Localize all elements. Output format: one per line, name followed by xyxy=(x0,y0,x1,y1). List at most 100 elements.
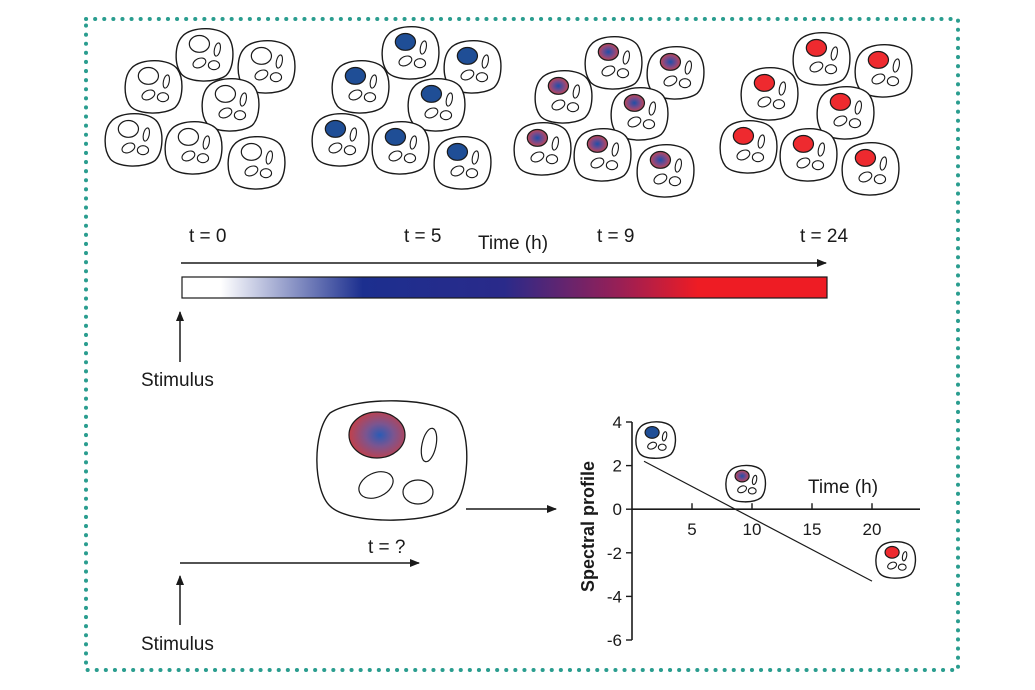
cell-nucleus xyxy=(732,126,755,145)
cell-nucleus xyxy=(456,46,479,65)
cell-nucleus xyxy=(188,34,211,53)
cell-organelle xyxy=(181,150,196,162)
cell-organelle xyxy=(751,474,758,486)
cell-icon xyxy=(443,39,502,94)
cell-organelle xyxy=(854,100,863,115)
cell-icon xyxy=(381,25,440,80)
query-cell-organelle xyxy=(358,471,394,499)
question-time-label: t = ? xyxy=(368,537,406,558)
cell-organelle xyxy=(642,119,656,130)
cell-organelle xyxy=(471,150,480,165)
cell-icon xyxy=(311,112,370,167)
cell-organelle xyxy=(572,84,581,99)
cell-organelle xyxy=(736,149,751,161)
cell-organelle xyxy=(369,74,378,89)
cell-organelle xyxy=(605,160,619,171)
cell-nucleus xyxy=(526,128,549,147)
cell-icon xyxy=(201,77,260,132)
y-tick-label: 2 xyxy=(613,457,622,476)
cell-organelle xyxy=(674,158,683,173)
stimulus-label-bottom: Stimulus xyxy=(141,634,214,655)
cell-nucleus xyxy=(117,119,140,138)
cell-organelle xyxy=(259,168,273,179)
cell-nucleus xyxy=(659,52,682,71)
cell-organelle xyxy=(622,50,631,65)
chart-marker-cell xyxy=(875,540,917,579)
cell-nucleus xyxy=(753,73,776,92)
y-tick-label: -4 xyxy=(607,587,622,606)
cell-organelle xyxy=(811,160,825,171)
chart-marker-cell xyxy=(725,464,767,503)
cell-organelle xyxy=(678,78,692,89)
cell-organelle xyxy=(265,150,274,165)
cell-nucleus xyxy=(644,425,660,439)
cell-organelle xyxy=(192,57,207,69)
cell-organelle xyxy=(616,68,630,79)
cell-organelle xyxy=(475,72,489,83)
query-cell-organelle xyxy=(402,479,434,505)
cell-nucleus xyxy=(214,84,237,103)
cell-organelle xyxy=(627,116,642,128)
cell-organelle xyxy=(419,40,428,55)
cell-icon xyxy=(227,135,286,190)
cell-organelle xyxy=(121,142,136,154)
cell-icon xyxy=(407,77,466,132)
cell-organelle xyxy=(551,136,560,151)
cell-organelle xyxy=(858,171,873,183)
y-tick-label: 4 xyxy=(613,413,622,432)
cell-organelle xyxy=(207,60,221,71)
cell-organelle xyxy=(424,107,439,119)
cell-organelle xyxy=(403,153,417,164)
cell-nucleus xyxy=(867,50,890,69)
cell-group-t0 xyxy=(104,27,296,190)
cell-organelle xyxy=(275,54,284,69)
cell-organelle xyxy=(590,157,605,169)
cell-icon xyxy=(584,35,643,90)
cell-organelle xyxy=(648,101,657,116)
cell-nucleus xyxy=(177,127,200,146)
time-axis-label: Time (h) xyxy=(478,233,548,254)
dotted-border xyxy=(84,17,960,672)
cell-icon xyxy=(816,85,875,140)
cell-nucleus xyxy=(420,84,443,103)
time-label-t9: t = 9 xyxy=(597,226,635,247)
cell-icon xyxy=(104,112,163,167)
cell-organelle xyxy=(156,92,170,103)
cell-icon xyxy=(164,120,223,175)
time-label-t24: t = 24 xyxy=(800,226,848,247)
query-cell-organelle xyxy=(420,427,438,463)
cell-organelle xyxy=(213,42,222,57)
x-tick-label: 10 xyxy=(743,520,762,539)
cell-group-t9 xyxy=(513,35,705,198)
cell-organelle xyxy=(668,176,682,187)
cell-nucleus xyxy=(792,134,815,153)
cell-icon xyxy=(779,127,838,182)
cell-nucleus xyxy=(854,148,877,167)
cell-icon xyxy=(513,121,572,176)
cell-nucleus xyxy=(446,142,469,161)
cell-nucleus xyxy=(649,150,672,169)
cell-nucleus xyxy=(547,76,570,95)
cell-organelle xyxy=(747,487,757,495)
cell-organelle xyxy=(450,165,465,177)
cell-organelle xyxy=(611,142,620,157)
cell-organelle xyxy=(566,102,580,113)
cell-nucleus xyxy=(394,32,417,51)
cell-nucleus xyxy=(829,92,852,111)
cell-organelle xyxy=(349,127,358,142)
y-axis-label: Spectral profile xyxy=(578,461,598,592)
time-label-t0: t = 0 xyxy=(189,226,227,247)
cell-organelle xyxy=(684,60,693,75)
cell-organelle xyxy=(886,76,900,87)
cell-icon xyxy=(610,86,669,141)
cell-nucleus xyxy=(250,46,273,65)
cell-organelle xyxy=(244,165,259,177)
cell-organelle xyxy=(751,152,765,163)
y-tick-label: -6 xyxy=(607,631,622,650)
cell-organelle xyxy=(530,151,545,163)
cell-nucleus xyxy=(623,93,646,112)
cell-organelle xyxy=(439,110,453,121)
cell-organelle xyxy=(328,142,343,154)
cell-organelle xyxy=(343,145,357,156)
